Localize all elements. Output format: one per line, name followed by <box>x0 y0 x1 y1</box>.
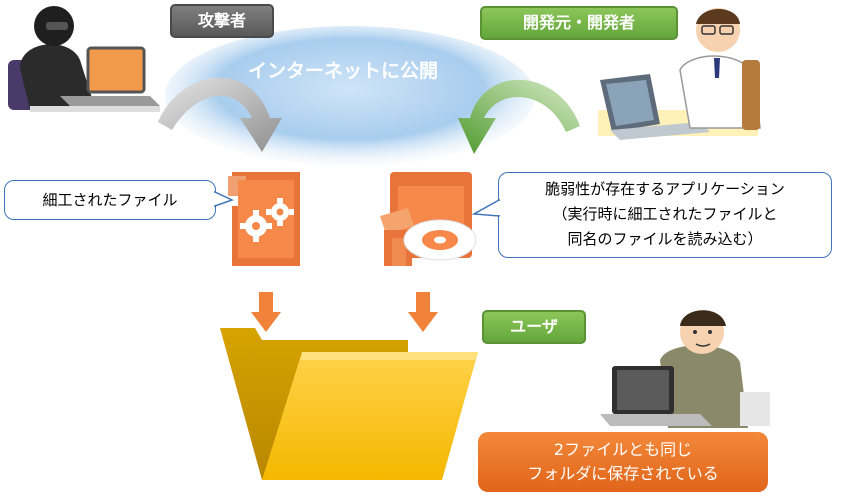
folder-icon <box>220 328 478 480</box>
attacker-arrow <box>158 77 282 152</box>
crafted-file-text: 細工されたファイル <box>42 191 178 209</box>
down-arrow-right <box>408 292 438 332</box>
developer-person <box>598 8 761 140</box>
vulnerable-app-callout: 脆弱性が存在するアプリケーション （実行時に細工されたファイルと 同名のファイル… <box>498 172 832 258</box>
attacker-person <box>8 6 160 112</box>
crafted-file-callout: 細工されたファイル <box>4 180 216 220</box>
vulnerable-app-line1: 脆弱性が存在するアプリケーション <box>545 180 785 198</box>
gear-file-icon <box>228 170 302 268</box>
vulnerable-app-line3: 同名のファイルを読み込む） <box>567 230 763 248</box>
developer-arrow <box>458 79 580 154</box>
same-folder-note-line2: フォルダに保存されている <box>527 464 719 483</box>
same-folder-note-line1: 2ファイルとも同じ <box>553 440 693 459</box>
down-arrow-left <box>251 292 281 332</box>
user-person <box>600 310 770 428</box>
user-tag: ユーザ <box>482 310 586 344</box>
vulnerable-app-line2: （実行時に細工されたファイルと <box>552 205 778 223</box>
developer-tag: 開発元・開発者 <box>480 6 678 40</box>
app-cd-icon <box>380 172 477 266</box>
same-folder-note: 2ファイルとも同じ フォルダに保存されている <box>478 432 768 492</box>
attacker-tag: 攻撃者 <box>170 4 274 38</box>
internet-label: インターネットに公開 <box>248 60 439 82</box>
